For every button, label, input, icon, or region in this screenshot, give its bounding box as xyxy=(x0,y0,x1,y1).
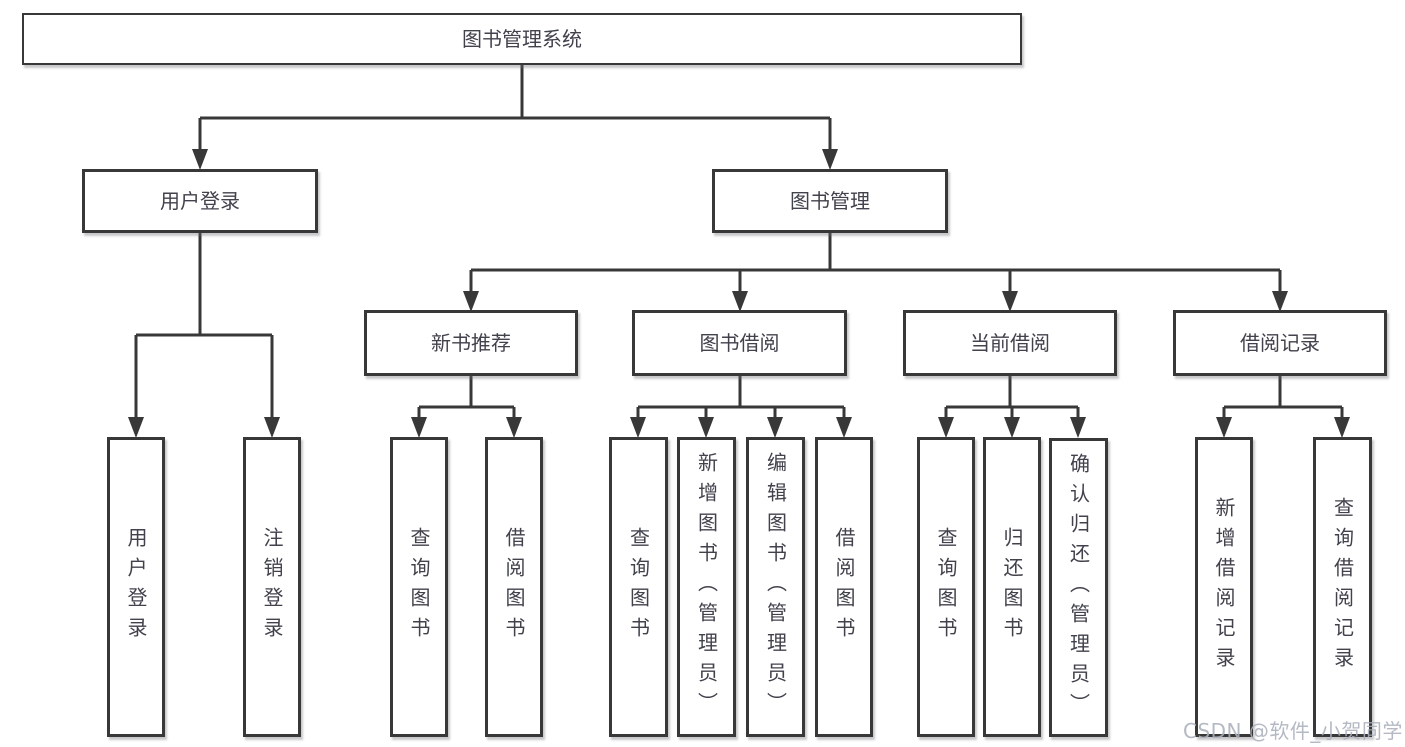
node-new-book-recommend: 新书推荐 xyxy=(364,310,578,376)
connector-lines xyxy=(134,65,1344,419)
node-leaf-edit-books-admin: 编辑图书（管理员） xyxy=(746,437,805,737)
node-leaf-user-login: 用户登录 xyxy=(107,437,165,737)
node-leaf-borrow-books: 借阅图书 xyxy=(815,437,873,737)
node-borrow-records: 借阅记录 xyxy=(1173,310,1387,376)
node-leaf-logout: 注销登录 xyxy=(243,437,301,737)
node-leaf-query-books-current: 查询图书 xyxy=(917,437,975,737)
node-leaf-query-books-borrow: 查询图书 xyxy=(609,437,668,737)
node-system-root: 图书管理系统 xyxy=(22,13,1022,65)
node-leaf-query-borrow-record: 查询借阅记录 xyxy=(1313,437,1372,737)
node-leaf-borrow-books-recommend: 借阅图书 xyxy=(485,437,543,737)
watermark: CSDN @软件_小贺同学 xyxy=(1183,719,1403,743)
node-leaf-query-books-recommend: 查询图书 xyxy=(390,437,448,737)
node-current-borrow: 当前借阅 xyxy=(903,310,1117,376)
node-leaf-return-books: 归还图书 xyxy=(983,437,1041,737)
node-book-management: 图书管理 xyxy=(712,169,948,233)
node-leaf-confirm-return-admin: 确认归还（管理员） xyxy=(1049,438,1108,737)
node-leaf-add-borrow-record: 新增借阅记录 xyxy=(1195,437,1253,737)
node-user-login: 用户登录 xyxy=(82,169,318,233)
node-leaf-add-books-admin: 新增图书（管理员） xyxy=(677,437,736,737)
node-book-borrow: 图书借阅 xyxy=(632,310,847,376)
arrowhead-icons xyxy=(128,149,1350,438)
